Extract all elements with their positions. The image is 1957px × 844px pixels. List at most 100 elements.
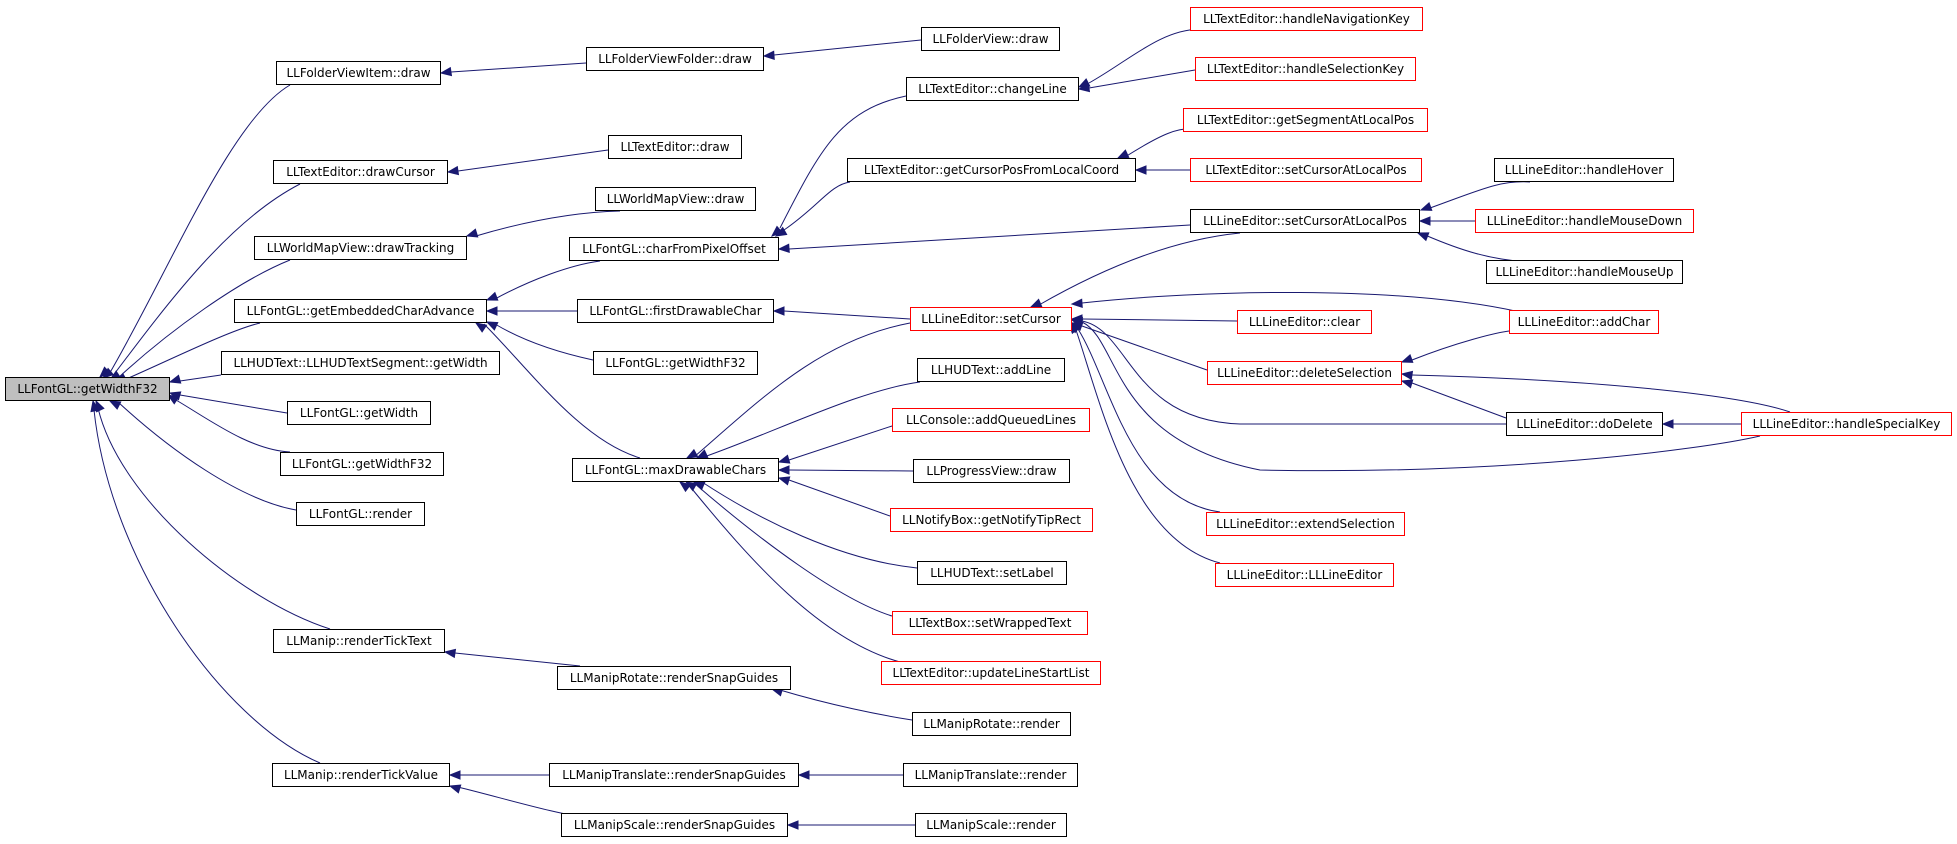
node-line-mouse-up[interactable]: LLLineEditor::handleMouseUp [1486, 260, 1683, 284]
arrowhead-change-line-from-sel-key [1077, 82, 1091, 93]
node-folder-folder-draw[interactable]: LLFolderViewFolder::draw [586, 47, 764, 71]
edge-manip-tick-text-from-rotate-snap [454, 652, 581, 667]
edge-char-from-pixel-from-cursor-pos-local [783, 181, 851, 231]
edge-world-draw-tracking-from-world-draw [475, 210, 621, 237]
node-textbox-wrapped[interactable]: LLTextBox::setWrappedText [892, 611, 1088, 635]
edge-root-from-text-draw-cursor [111, 183, 301, 378]
edge-rotate-snap-from-rotate-render [779, 689, 913, 721]
node-font-first-drawable[interactable]: LLFontGL::firstDrawableChar [577, 299, 774, 323]
arrowhead-max-drawable-from-line-set-cursor [685, 448, 699, 459]
node-line-set-cursor-local[interactable]: LLLineEditor::setCursorAtLocalPos [1190, 209, 1420, 233]
node-font-get-width-f32-c[interactable]: LLFontGL::getWidthF32 [593, 351, 758, 375]
arrowhead-world-draw-tracking-from-world-draw [465, 228, 479, 238]
arrowhead-root-from-font-render [108, 400, 122, 410]
node-text-draw[interactable]: LLTextEditor::draw [608, 135, 742, 159]
node-text-sel-key[interactable]: LLTextEditor::handleSelectionKey [1195, 57, 1416, 81]
edge-line-set-cursor-from-extend-sel [1077, 328, 1221, 513]
arrowhead-max-drawable-from-notify [777, 476, 791, 486]
edge-root-from-font-get-width-f32-b [175, 399, 291, 453]
node-scale-snap[interactable]: LLManipScale::renderSnapGuides [561, 813, 788, 837]
node-font-render[interactable]: LLFontGL::render [296, 502, 425, 526]
node-folder-item-draw[interactable]: LLFolderViewItem::draw [276, 61, 441, 85]
arrowhead-text-draw-cursor-from-text-draw [446, 165, 460, 176]
arrowhead-char-from-pixel-from-line-set-cursor-local [777, 243, 790, 253]
node-translate-snap[interactable]: LLManipTranslate::renderSnapGuides [549, 763, 799, 787]
edge-max-drawable-from-hud-set-label [701, 481, 918, 569]
node-line-extend-sel[interactable]: LLLineEditor::extendSelection [1206, 512, 1405, 536]
edge-change-line-from-nav-key [1088, 28, 1201, 84]
edge-char-from-pixel-from-line-set-cursor-local [788, 224, 1191, 250]
node-console-add-queued[interactable]: LLConsole::addQueuedLines [892, 408, 1090, 432]
edge-max-drawable-from-textbox [693, 482, 893, 617]
node-line-mouse-down[interactable]: LLLineEditor::handleMouseDown [1475, 209, 1694, 233]
edge-root-from-font-get-embedded [123, 322, 261, 381]
node-text-segment-local[interactable]: LLTextEditor::getSegmentAtLocalPos [1183, 108, 1428, 132]
edge-line-set-cursor-from-ctor [1075, 329, 1221, 564]
arrowhead-folder-folder-from-folder-view [762, 50, 775, 60]
node-world-draw[interactable]: LLWorldMapView::draw [595, 187, 756, 211]
edge-line-set-cursor-from-clear [1081, 318, 1238, 322]
edge-cursor-pos-local-from-segment [1124, 128, 1201, 158]
arrowhead-root-from-font-get-width-f32-b [166, 394, 180, 405]
edge-root-from-font-render [117, 401, 297, 511]
node-line-add-char[interactable]: LLLineEditor::addChar [1509, 310, 1659, 334]
node-font-char-from-pixel[interactable]: LLFontGL::charFromPixelOffset [569, 237, 779, 261]
node-text-cursor-pos-local[interactable]: LLTextEditor::getCursorPosFromLocalCoord [847, 158, 1136, 182]
node-hud-segment-get-width[interactable]: LLHUDText::LLHUDTextSegment::getWidth [221, 351, 500, 375]
edge-max-drawable-from-progress [788, 469, 914, 472]
arrowhead-line-set-cursor-local-from-hover [1419, 202, 1433, 211]
node-text-update-line-start[interactable]: LLTextEditor::updateLineStartList [881, 661, 1101, 685]
arrowhead-translate-snap-from-translate-render [797, 770, 810, 780]
node-scale-render[interactable]: LLManipScale::render [915, 813, 1067, 837]
node-text-change-line[interactable]: LLTextEditor::changeLine [906, 77, 1079, 101]
node-font-get-width-f32-b[interactable]: LLFontGL::getWidthF32 [280, 452, 444, 476]
arrowhead-folder-item-from-folder-folder [439, 66, 453, 77]
node-hud-set-label[interactable]: LLHUDText::setLabel [917, 561, 1067, 585]
node-line-delete-sel[interactable]: LLLineEditor::deleteSelection [1207, 361, 1402, 385]
node-text-set-cursor-local[interactable]: LLTextEditor::setCursorAtLocalPos [1190, 158, 1422, 182]
edge-font-embedded-from-char-from-pixel [494, 260, 601, 300]
node-font-get-width[interactable]: LLFontGL::getWidth [287, 401, 431, 425]
node-font-get-embedded-adv[interactable]: LLFontGL::getEmbeddedCharAdvance [234, 299, 487, 323]
node-text-draw-cursor[interactable]: LLTextEditor::drawCursor [273, 160, 448, 184]
edge-max-drawable-from-line-set-cursor [693, 322, 911, 458]
edge-char-from-pixel-from-change-line [779, 95, 907, 229]
node-line-do-delete[interactable]: LLLineEditor::doDelete [1506, 412, 1663, 436]
node-line-special-key[interactable]: LLLineEditor::handleSpecialKey [1741, 412, 1952, 436]
node-line-set-cursor[interactable]: LLLineEditor::setCursor [910, 307, 1072, 331]
node-rotate-snap[interactable]: LLManipRotate::renderSnapGuides [557, 666, 791, 690]
arrowhead-root-from-hud-segment [168, 374, 182, 384]
edge-folder-folder-from-folder-view [773, 39, 922, 56]
edge-line-set-cursor-local-from-hover [1429, 181, 1531, 209]
node-line-ctor[interactable]: LLLineEditor::LLLineEditor [1215, 563, 1394, 587]
node-manip-render-tick-text[interactable]: LLManip::renderTickText [273, 629, 445, 653]
arrowhead-delete-sel-from-add-char [1400, 354, 1414, 363]
edge-line-set-cursor-from-line-set-cursor-local [1038, 232, 1241, 306]
arrowhead-line-set-cursor-from-special-key [1070, 318, 1084, 328]
node-progress-draw[interactable]: LLProgressView::draw [913, 459, 1070, 483]
edge-root-from-manip-render-tick-value [93, 409, 321, 764]
node-folder-view-draw[interactable]: LLFolderView::draw [921, 27, 1060, 51]
edge-text-draw-cursor-from-text-draw [457, 149, 609, 172]
edge-line-set-cursor-from-special-key [1081, 321, 1761, 472]
node-line-clear[interactable]: LLLineEditor::clear [1237, 310, 1372, 334]
arrowhead-max-drawable-from-update-line-start [678, 481, 692, 493]
node-manip-render-tick-value[interactable]: LLManip::renderTickValue [272, 763, 450, 787]
edge-line-set-cursor-from-add-char [1081, 291, 1521, 313]
node-font-max-drawable[interactable]: LLFontGL::maxDrawableChars [572, 458, 779, 482]
node-notify-tip-rect[interactable]: LLNotifyBox::getNotifyTipRect [890, 508, 1093, 532]
edge-first-drawable-from-line-set-cursor [783, 310, 911, 320]
arrowhead-delete-sel-from-do-delete [1400, 379, 1414, 389]
node-line-hover[interactable]: LLLineEditor::handleHover [1494, 158, 1674, 182]
node-world-draw-tracking[interactable]: LLWorldMapView::drawTracking [254, 236, 467, 260]
arrowhead-line-set-cursor-local-from-mouse-up [1416, 232, 1430, 242]
edge-max-drawable-from-console [788, 425, 893, 461]
node-text-nav-key[interactable]: LLTextEditor::handleNavigationKey [1190, 7, 1423, 31]
node-translate-render[interactable]: LLManipTranslate::render [903, 763, 1078, 787]
arrowhead-scale-snap-from-scale-render [786, 820, 799, 830]
arrowhead-delete-sel-from-special-key [1400, 370, 1414, 381]
node-hud-add-line[interactable]: LLHUDText::addLine [917, 358, 1065, 382]
arrowhead-root-from-manip-render-tick-value [90, 399, 100, 413]
arrowhead-cursor-pos-local-from-set-cursor-local [1134, 165, 1147, 175]
node-rotate-render[interactable]: LLManipRotate::render [912, 712, 1071, 736]
